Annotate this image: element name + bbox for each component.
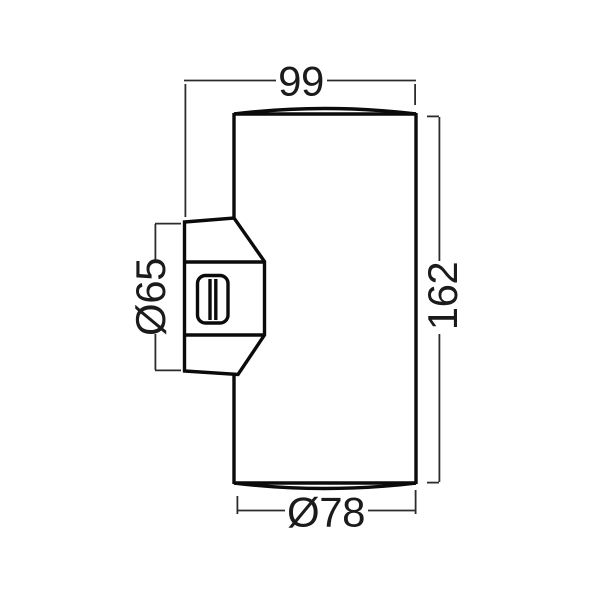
mounting-bracket: [182, 216, 267, 377]
dimension-label-left: Ø65: [127, 258, 174, 336]
body-bottom-rim-arc: [233, 481, 417, 491]
dimension-left-bracket-diameter: Ø65: [127, 222, 181, 372]
screw-slot: [195, 273, 230, 325]
dimension-label-right: 162: [419, 262, 466, 331]
body-top-rim-arc: [233, 106, 417, 116]
dimension-bottom-body-diameter: Ø78: [236, 489, 417, 536]
dimension-top-depth: 99: [184, 58, 416, 217]
screw-slot-outline: [195, 273, 230, 325]
dimension-label-bottom: Ø78: [287, 489, 365, 536]
dimension-right-height: 162: [419, 115, 466, 484]
dimension-label-top: 99: [278, 58, 324, 105]
